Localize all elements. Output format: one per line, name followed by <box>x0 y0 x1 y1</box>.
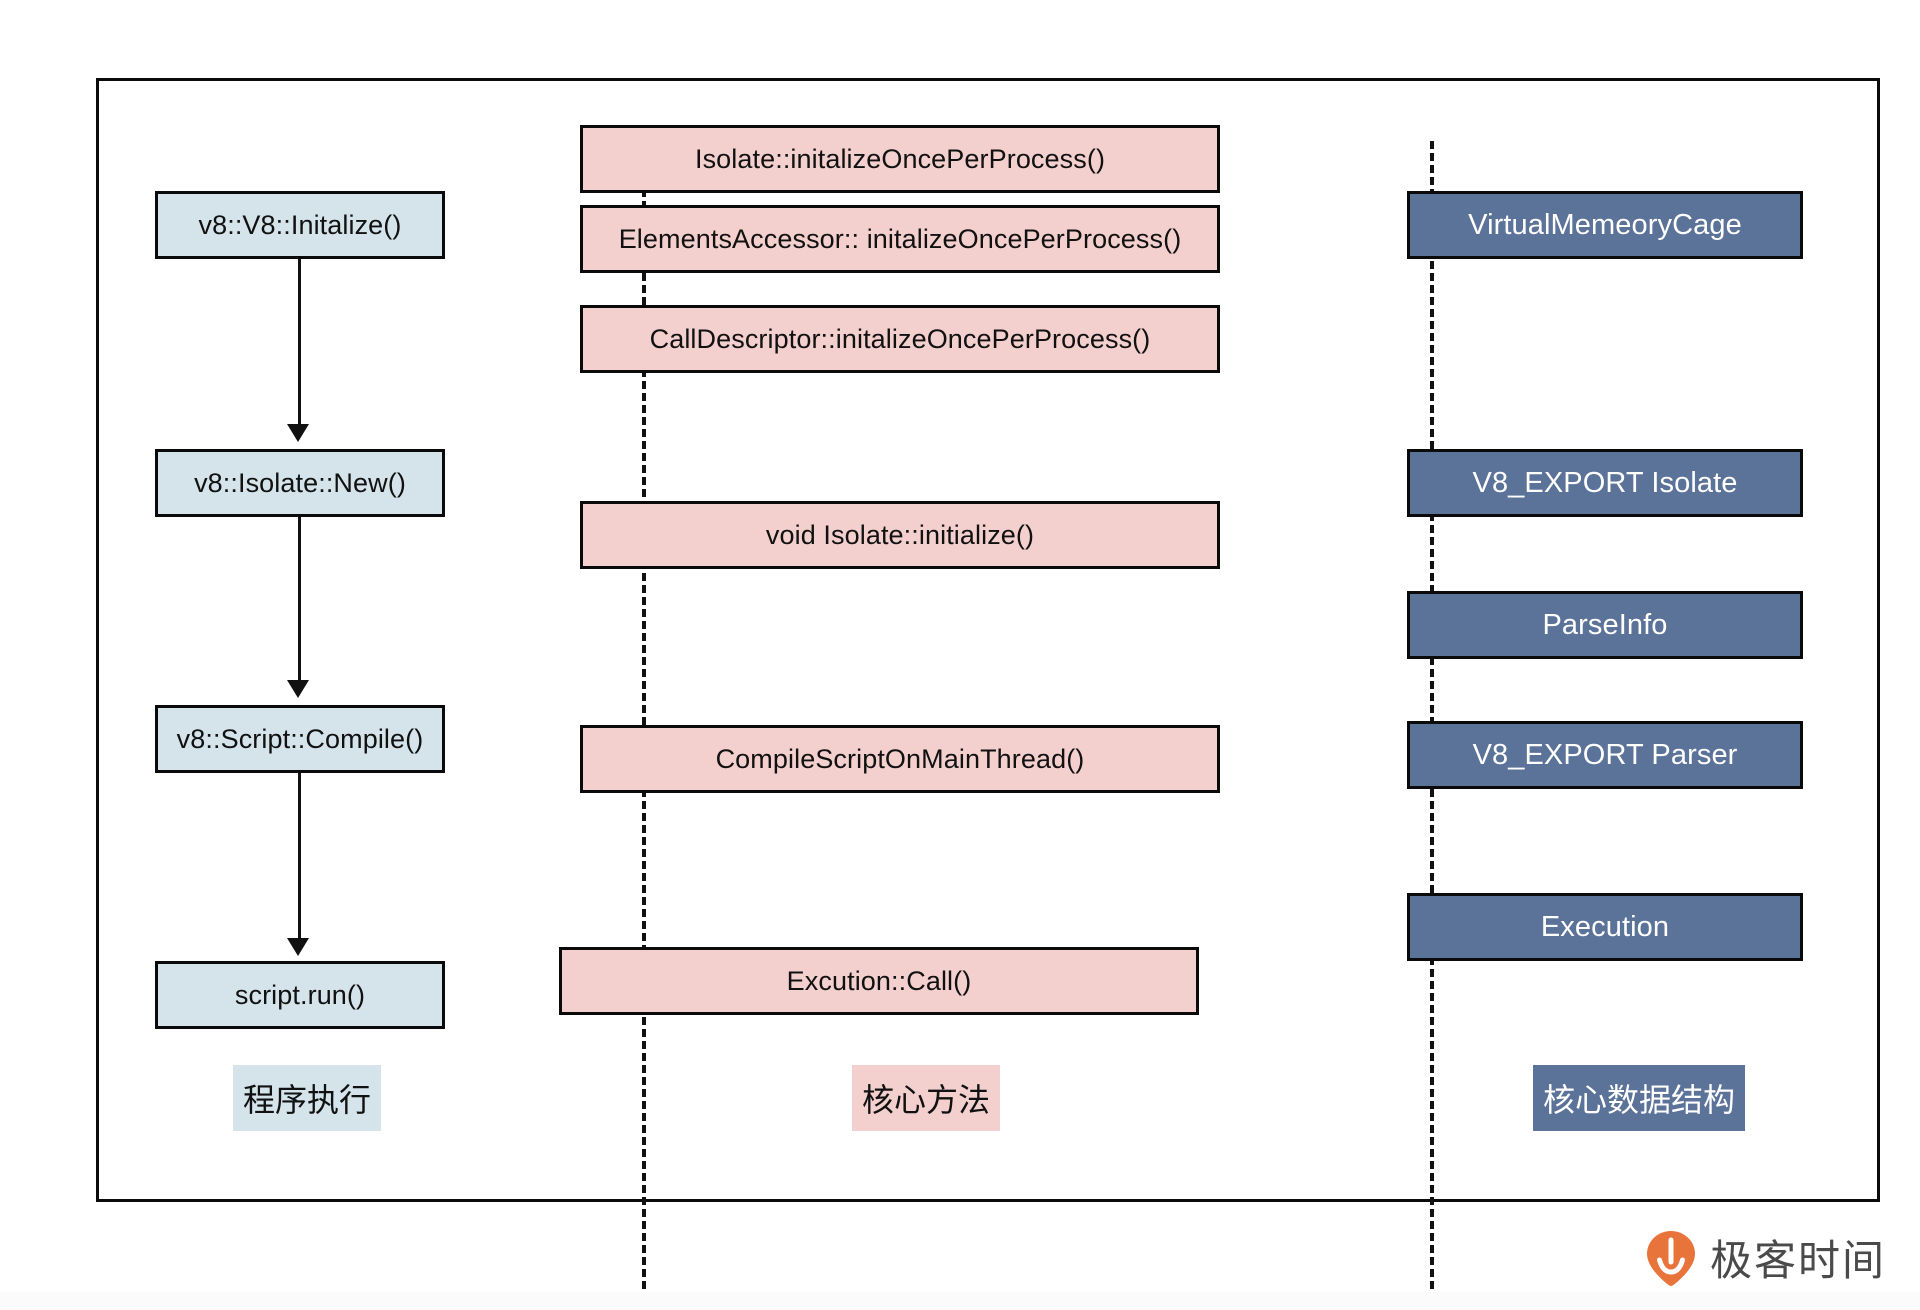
arrow-line-3 <box>298 773 301 943</box>
watermark: 极客时间 <box>1644 1227 1886 1288</box>
arrow-head-3 <box>287 938 309 956</box>
node-parse-info[interactable]: ParseInfo <box>1407 591 1803 659</box>
node-isolate-init-once-per-process[interactable]: Isolate::initalizeOncePerProcess() <box>580 125 1220 193</box>
node-virtual-memory-cage[interactable]: VirtualMemeoryCage <box>1407 191 1803 259</box>
diagram-frame: v8::V8::Initalize() v8::Isolate::New() v… <box>96 78 1880 1301</box>
page-bottom-band <box>0 1292 1920 1310</box>
arrow-head-1 <box>287 424 309 442</box>
watermark-text: 极客时间 <box>1709 1236 1886 1285</box>
arrow-line-2 <box>298 517 301 685</box>
node-void-isolate-initialize[interactable]: void Isolate::initialize() <box>580 501 1220 569</box>
node-elements-accessor-init-once-per-process[interactable]: ElementsAccessor:: initalizeOncePerProce… <box>580 205 1220 273</box>
legend-core-methods: 核心方法 <box>852 1065 1000 1131</box>
arrow-line-1 <box>298 259 301 429</box>
legend-core-data-structures: 核心数据结构 <box>1533 1065 1745 1131</box>
node-script-compile[interactable]: v8::Script::Compile() <box>155 705 445 773</box>
node-script-run[interactable]: script.run() <box>155 961 445 1029</box>
node-isolate-new[interactable]: v8::Isolate::New() <box>155 449 445 517</box>
node-v8-export-isolate[interactable]: V8_EXPORT Isolate <box>1407 449 1803 517</box>
node-execution[interactable]: Execution <box>1407 893 1803 961</box>
node-excution-call[interactable]: Excution::Call() <box>559 947 1199 1015</box>
node-compile-script-on-main-thread[interactable]: CompileScriptOnMainThread() <box>580 725 1220 793</box>
node-v8-initialize[interactable]: v8::V8::Initalize() <box>155 191 445 259</box>
column-divider-1 <box>642 141 646 1301</box>
geektime-logo-icon <box>1644 1229 1698 1287</box>
legend-program-execution: 程序执行 <box>233 1065 381 1131</box>
node-call-descriptor-init-once-per-process[interactable]: CallDescriptor::initalizeOncePerProcess(… <box>580 305 1220 373</box>
arrow-head-2 <box>287 680 309 698</box>
node-v8-export-parser[interactable]: V8_EXPORT Parser <box>1407 721 1803 789</box>
